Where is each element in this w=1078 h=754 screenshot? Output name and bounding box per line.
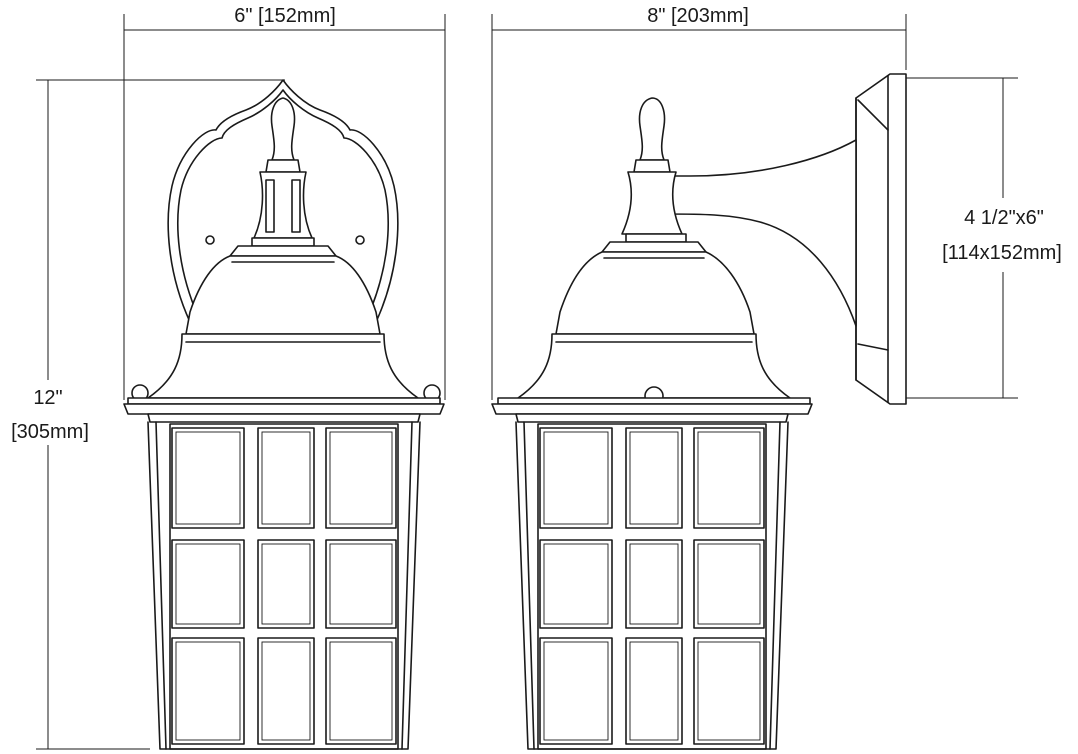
side-view-lantern: [491, 73, 907, 750]
height-dimension: [36, 79, 285, 750]
height-label-imperial: 12": [33, 387, 62, 409]
front-view-lantern: [123, 79, 445, 750]
height-label-metric: [305mm]: [11, 421, 89, 443]
backplate-dimension: [900, 77, 1018, 399]
side-depth-label: 8" [203mm]: [647, 5, 749, 27]
depth-dimension-side: [491, 14, 907, 400]
front-width-label: 6" [152mm]: [234, 5, 336, 27]
width-dimension-front: [123, 14, 446, 400]
backplate-label-imperial: 4 1/2"x6": [964, 207, 1044, 229]
backplate-label-metric: [114x152mm]: [942, 242, 1062, 264]
